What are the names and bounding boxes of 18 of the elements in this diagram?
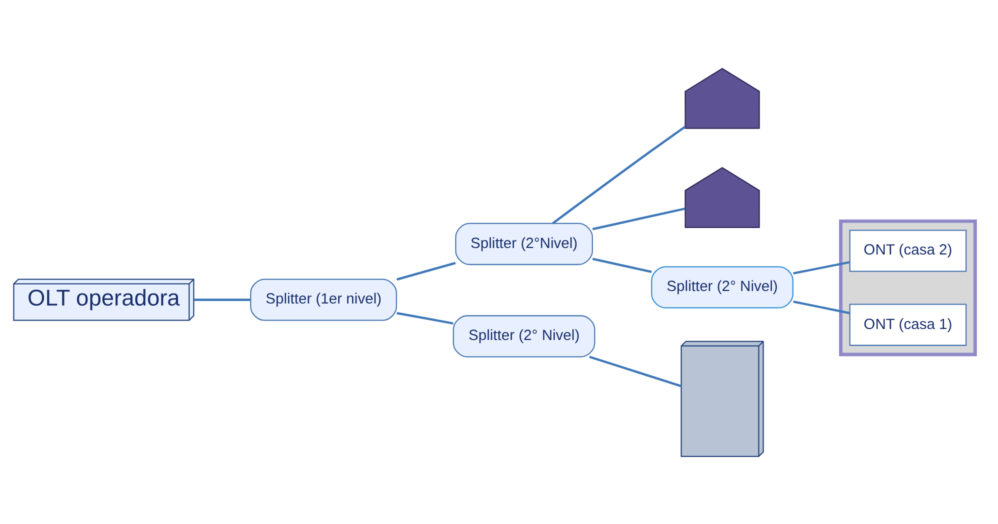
- node-box: Splitter (2°Nivel): [455, 222, 593, 265]
- node-box: Splitter (1er nivel): [250, 278, 398, 320]
- node-box: ONT (casa 2): [849, 229, 967, 272]
- connector: [592, 257, 652, 273]
- connector: [793, 300, 850, 314]
- connector: [552, 125, 686, 224]
- node-picture: [684, 166, 760, 228]
- cluster: [839, 219, 977, 356]
- node-picture: [684, 67, 760, 128]
- connector: [396, 311, 454, 324]
- connector: [592, 207, 686, 230]
- connector: [793, 260, 850, 274]
- node-box: ONT (casa 1): [849, 303, 967, 346]
- node-box: Splitter (2° Nivel): [651, 266, 794, 308]
- connector: [194, 298, 250, 300]
- connector: [589, 355, 682, 387]
- connector: [396, 261, 456, 280]
- node-box: Splitter (2° Nivel): [452, 314, 596, 357]
